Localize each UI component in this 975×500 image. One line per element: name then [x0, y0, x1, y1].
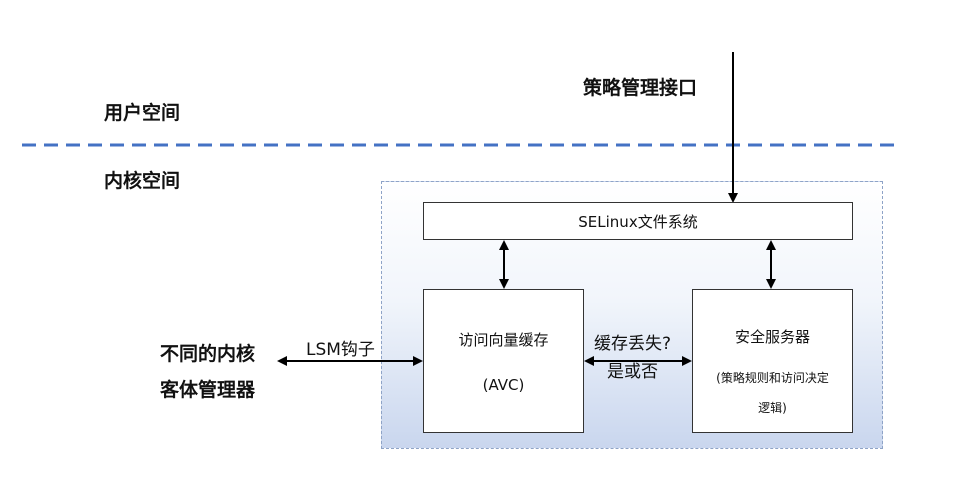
kernel-managers-line2: 客体管理器: [160, 379, 256, 401]
avc-box: 访问向量缓存 (AVC): [423, 289, 584, 433]
cache-miss-question: 缓存丢失?: [594, 334, 672, 354]
cache-miss-label: 缓存丢失? 是或否: [594, 330, 671, 386]
security-server-subtitle: (策略规则和访问决定 逻辑): [716, 363, 829, 423]
kernel-managers-line1: 不同的内核: [160, 343, 256, 365]
avc-abbrev: (AVC): [482, 375, 525, 394]
security-server-sub-line1: (策略规则和访问决定: [716, 371, 829, 385]
kernel-managers-label: 不同的内核 客体管理器: [160, 336, 255, 408]
security-server-title: 安全服务器: [734, 328, 810, 346]
policy-interface-label: 策略管理接口: [583, 77, 698, 99]
user-space-label: 用户空间: [104, 102, 181, 124]
security-server-sub-line2: 逻辑): [758, 401, 787, 415]
security-server-box: 安全服务器 (策略规则和访问决定 逻辑): [692, 289, 853, 433]
avc-title: 访问向量缓存: [458, 330, 549, 349]
selinux-fs-box: SELinux文件系统: [423, 202, 853, 240]
kernel-space-label: 内核空间: [104, 170, 181, 192]
selinux-fs-label: SELinux文件系统: [578, 212, 698, 231]
cache-miss-answer: 是或否: [607, 362, 659, 382]
lsm-hook-label: LSM钩子: [306, 340, 375, 360]
